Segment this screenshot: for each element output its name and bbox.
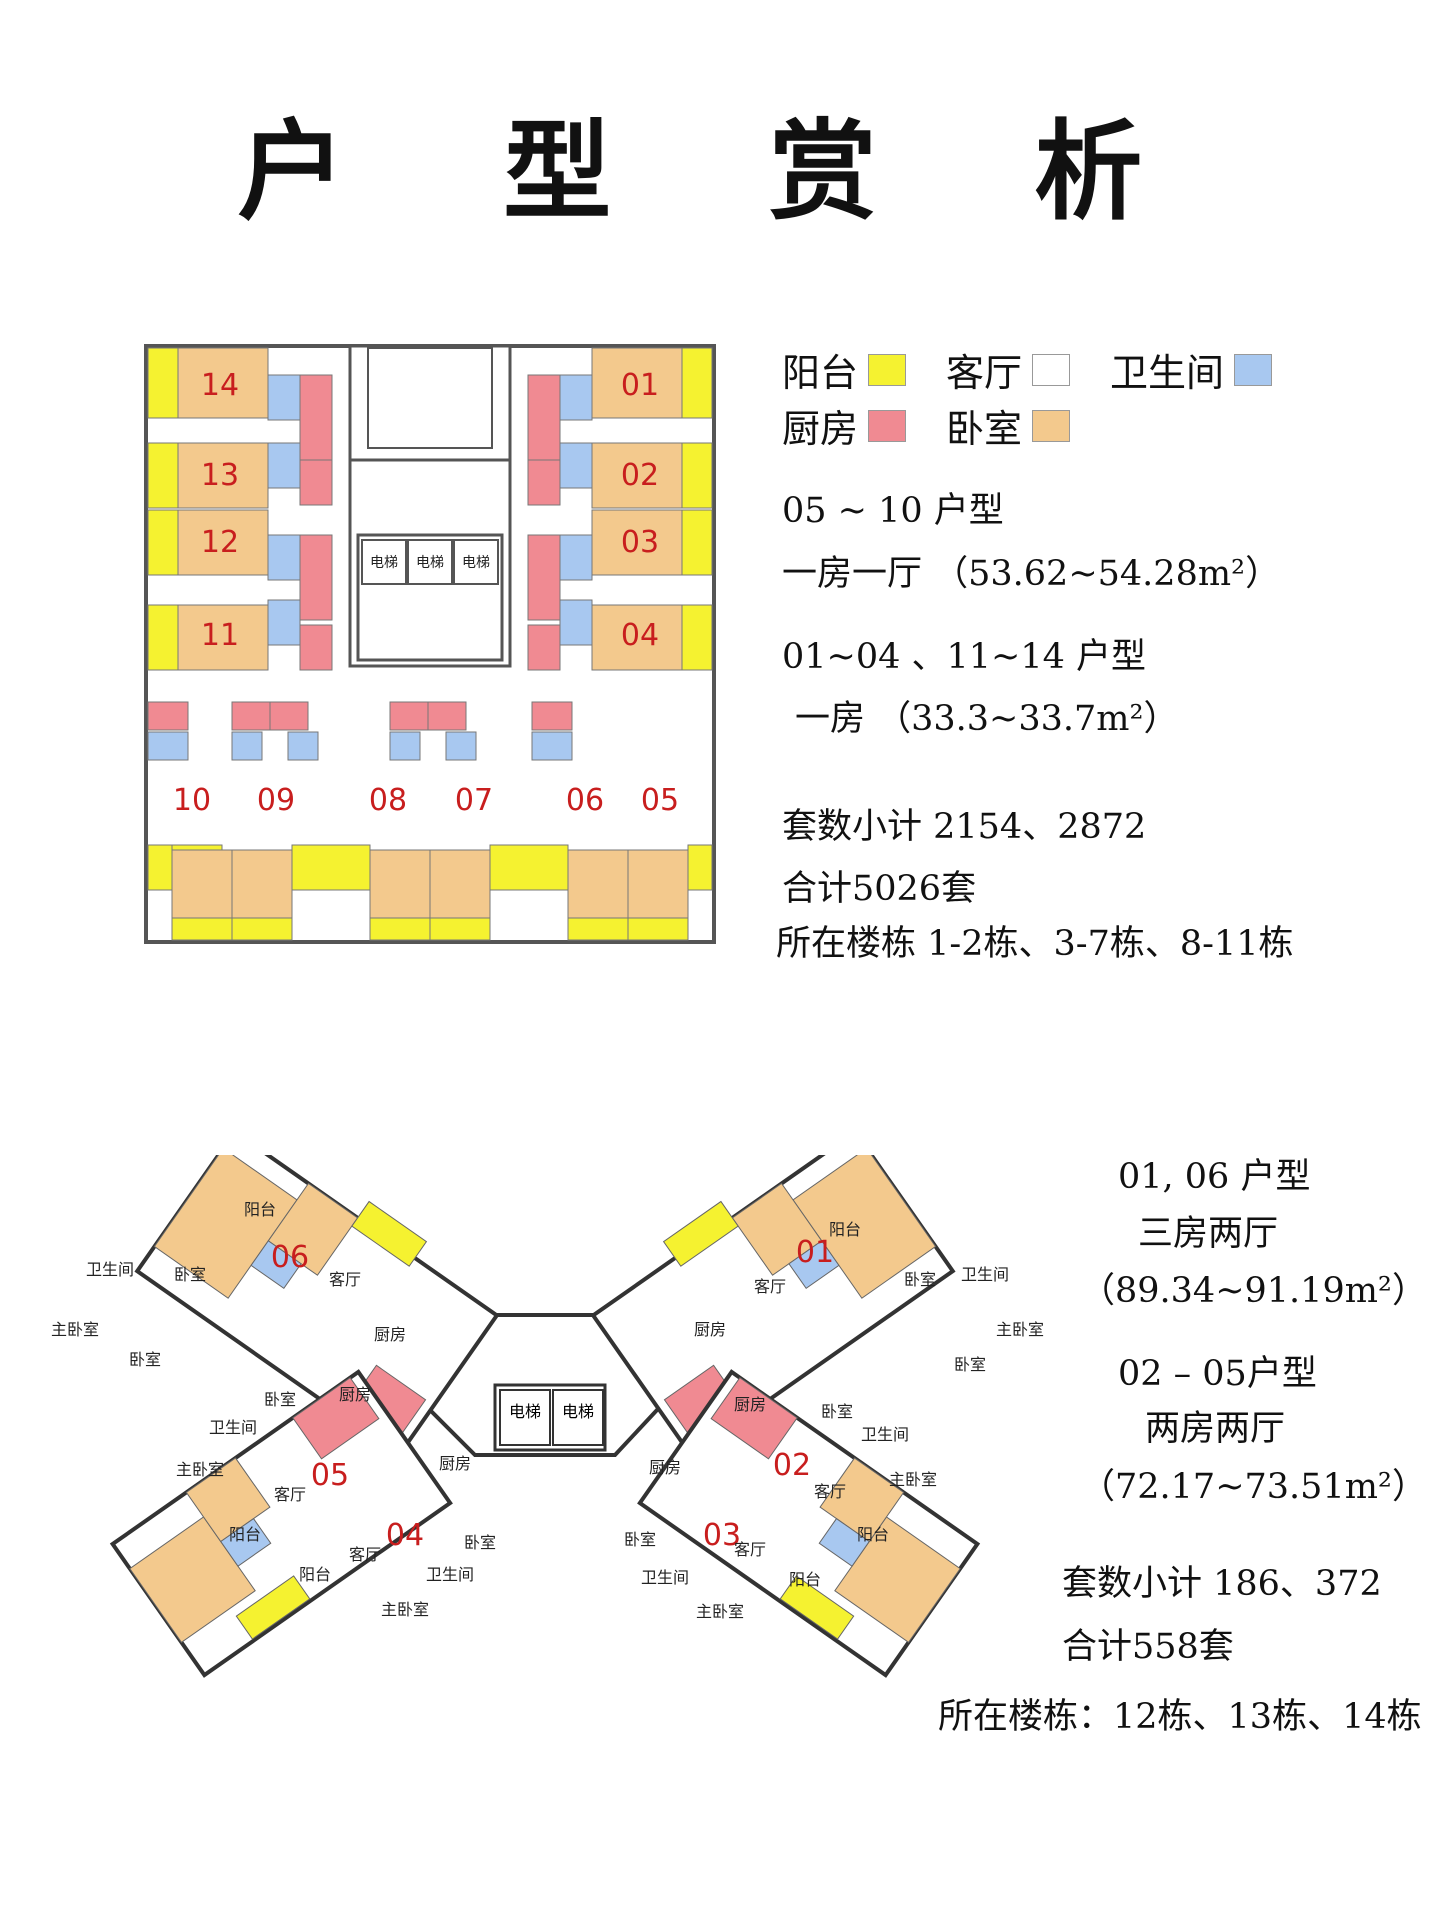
plan1-info-5: 合计5026套 <box>782 869 977 909</box>
plan2-info-1: 三房两厅 <box>1138 1214 1279 1254</box>
legend-bathroom-label: 卫生间 <box>1110 351 1225 395</box>
elevator-label: 电梯 <box>509 1402 541 1421</box>
legend-living-label: 客厅 <box>946 351 1023 395</box>
room-label: 阳台 <box>229 1525 261 1544</box>
room-label: 主卧室 <box>51 1320 99 1339</box>
unit-11: 11 <box>201 618 239 653</box>
room-label: 阳台 <box>244 1200 276 1219</box>
room-label: 厨房 <box>439 1454 471 1473</box>
room-label: 客厅 <box>274 1485 306 1504</box>
room-label: 卫生间 <box>641 1568 689 1587</box>
elevator-label: 电梯 <box>416 555 444 571</box>
unit-09: 09 <box>257 783 295 818</box>
plan2-info-0: 01, 06 户型 <box>1118 1157 1311 1197</box>
legend-bedroom-swatch <box>1032 409 1071 442</box>
room-label: 阳台 <box>299 1565 331 1584</box>
plan2-info-7: 合计558套 <box>1062 1627 1234 1667</box>
room-label: 阳台 <box>789 1570 821 1589</box>
unit-03: 03 <box>703 1518 741 1553</box>
room-label: 卫生间 <box>209 1418 257 1437</box>
elevator-label: 电梯 <box>462 555 490 571</box>
plan2-info-8: 所在楼栋：12栋、13栋、14栋 <box>938 1697 1422 1737</box>
unit-06: 06 <box>566 783 604 818</box>
plan2-info-5: （72.17~73.51m²） <box>1080 1467 1427 1507</box>
room-label: 卧室 <box>129 1350 161 1369</box>
unit-01: 01 <box>621 368 659 403</box>
unit-08: 08 <box>369 783 407 818</box>
room-label: 厨房 <box>339 1385 371 1404</box>
unit-04: 04 <box>386 1518 424 1553</box>
plan2-info-4: 两房两厅 <box>1145 1409 1286 1449</box>
elevator-label: 电梯 <box>562 1402 594 1421</box>
room-label: 客厅 <box>349 1545 381 1564</box>
plan1-info-0: 05 ~ 10 户型 <box>782 491 1004 531</box>
room-label: 厨房 <box>649 1458 681 1477</box>
unit-10: 10 <box>173 783 211 818</box>
plan2-info-6: 套数小计 186、372 <box>1062 1564 1382 1604</box>
plan1-info-2: 01~04 、11~14 户型 <box>782 637 1147 677</box>
legend-bathroom-swatch <box>1234 353 1273 386</box>
unit-05: 05 <box>641 783 679 818</box>
unit-03: 03 <box>621 525 659 560</box>
unit-14: 14 <box>201 368 239 403</box>
unit-01: 01 <box>796 1235 834 1270</box>
elevator-label: 电梯 <box>370 555 398 571</box>
room-label: 主卧室 <box>381 1600 429 1619</box>
room-label: 卧室 <box>624 1530 656 1549</box>
room-label: 卫生间 <box>426 1565 474 1584</box>
room-label: 阳台 <box>857 1525 889 1544</box>
room-label: 卧室 <box>174 1265 206 1284</box>
room-label: 卫生间 <box>961 1265 1009 1284</box>
unit-12: 12 <box>201 525 239 560</box>
room-label: 卧室 <box>821 1402 853 1421</box>
plan1-info-3: 一房 （33.3~33.7m²） <box>795 699 1179 739</box>
unit-02: 02 <box>621 458 659 493</box>
room-label: 主卧室 <box>176 1460 224 1479</box>
unit-07: 07 <box>455 783 493 818</box>
room-label: 阳台 <box>829 1220 861 1239</box>
legend-row-1: 阳台 客厅 卫生间 <box>782 342 1273 397</box>
legend-row-2: 厨房 卧室 <box>782 398 1071 453</box>
unit-13: 13 <box>201 458 239 493</box>
room-label: 厨房 <box>374 1325 406 1344</box>
room-label: 客厅 <box>754 1277 786 1296</box>
room-label: 卧室 <box>464 1533 496 1552</box>
floor-plan-2: 电梯 电梯 <box>51 1155 1044 1678</box>
legend-balcony-label: 阳台 <box>782 351 859 395</box>
room-label: 主卧室 <box>996 1320 1044 1339</box>
room-label: 客厅 <box>329 1270 361 1289</box>
plan1-info-6: 所在楼栋 1-2栋、3-7栋、8-11栋 <box>776 924 1294 964</box>
unit-05: 05 <box>311 1458 349 1493</box>
plan2-info-2: （89.34~91.19m²） <box>1080 1271 1427 1311</box>
plan2-info-3: 02 – 05户型 <box>1118 1354 1317 1394</box>
page-title: 户 型 赏 析 <box>237 109 1203 235</box>
room-label: 卫生间 <box>861 1425 909 1444</box>
room-label: 卧室 <box>264 1390 296 1409</box>
legend-living-swatch <box>1032 353 1071 386</box>
room-label: 主卧室 <box>696 1602 744 1621</box>
legend-kitchen-label: 厨房 <box>782 407 859 451</box>
room-label: 卧室 <box>954 1355 986 1374</box>
room-label: 厨房 <box>694 1320 726 1339</box>
room-label: 厨房 <box>734 1395 766 1414</box>
room-label: 主卧室 <box>889 1470 937 1489</box>
legend-bedroom-label: 卧室 <box>946 407 1023 451</box>
plan1-info-1: 一房一厅 （53.62~54.28m²） <box>782 554 1281 594</box>
legend-balcony-swatch <box>868 353 907 386</box>
room-label: 卧室 <box>904 1270 936 1289</box>
room-label: 客厅 <box>734 1540 766 1559</box>
room-label: 卫生间 <box>86 1260 134 1279</box>
floor-plan-1: 14 13 12 11 01 02 03 04 10 09 08 07 06 0… <box>144 344 716 944</box>
plan1-info-4: 套数小计 2154、2872 <box>782 807 1147 847</box>
legend-kitchen-swatch <box>868 409 907 442</box>
unit-02: 02 <box>773 1448 811 1483</box>
unit-04: 04 <box>621 618 659 653</box>
room-label: 客厅 <box>814 1482 846 1501</box>
unit-06: 06 <box>271 1240 309 1275</box>
